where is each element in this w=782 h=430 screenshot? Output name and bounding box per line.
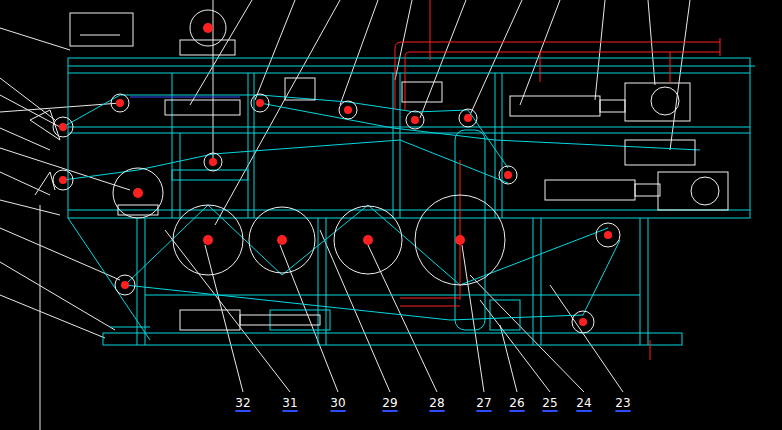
callout-number: 23 <box>615 396 630 410</box>
callout-number: 29 <box>382 396 397 410</box>
callout-number: 28 <box>429 396 444 410</box>
leader-lines <box>0 0 690 430</box>
blue-rods <box>130 97 240 98</box>
frame <box>63 58 755 345</box>
callout-number: 31 <box>282 396 297 410</box>
callout-number: 25 <box>542 396 557 410</box>
pipes <box>395 0 720 360</box>
callout-number: 30 <box>330 396 345 410</box>
callout-number: 26 <box>509 396 524 410</box>
parts <box>30 10 728 333</box>
callout-number: 27 <box>476 396 491 410</box>
callout-number: 24 <box>576 396 591 410</box>
roller-hubs <box>59 23 612 326</box>
callout-number: 32 <box>235 396 250 410</box>
